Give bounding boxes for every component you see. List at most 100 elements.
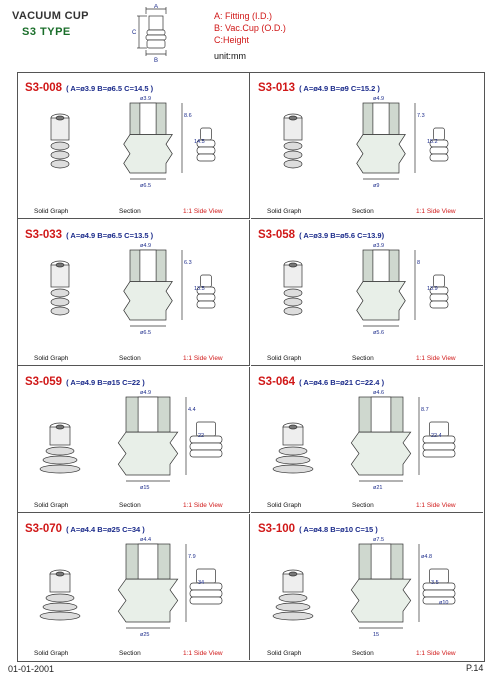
caption-side-view: 1:1 Side View bbox=[183, 208, 223, 215]
side-view-drawing bbox=[429, 127, 449, 162]
dimension-label: 13.5 bbox=[194, 286, 205, 292]
caption-solid-graph: Solid Graph bbox=[267, 502, 302, 509]
dimension-label: 8.7 bbox=[421, 407, 429, 413]
unit-label: unit:mm bbox=[214, 51, 247, 61]
dimension-label: 6.3 bbox=[184, 260, 192, 266]
caption-section: Section bbox=[119, 208, 141, 215]
dimension-label: ø4.9 bbox=[373, 96, 384, 102]
dimension-label: 7.9 bbox=[188, 554, 196, 560]
diagram-label-c: C bbox=[132, 30, 137, 36]
solid-graph-icon bbox=[50, 113, 70, 169]
caption-side-view: 1:1 Side View bbox=[183, 355, 223, 362]
product-code: S3-058 bbox=[258, 229, 296, 241]
dimension-label: ø3.9 bbox=[373, 243, 384, 249]
dimension-label: ø21 bbox=[373, 485, 382, 491]
dimension-label: ø25 bbox=[140, 632, 149, 638]
dimension-label: 22 bbox=[198, 433, 204, 439]
caption-side-view: 1:1 Side View bbox=[416, 208, 456, 215]
product-drawing: ø4.6 8.7 22.4 ø21 bbox=[272, 390, 456, 491]
section-drawing bbox=[350, 396, 420, 482]
product-title: S3-058( A=ø3.9 B=ø5.6 C=13.9) bbox=[258, 225, 384, 243]
dimension-label: ø7.5 bbox=[373, 537, 384, 543]
product-params: ( A=ø4.8 B=ø10 C=15 ) bbox=[299, 525, 378, 534]
legend-row-c: C:Height bbox=[214, 35, 250, 45]
product-params: ( A=ø4.9 B=ø15 C=22 ) bbox=[66, 378, 145, 387]
caption-side-view: 1:1 Side View bbox=[416, 650, 456, 657]
section-drawing bbox=[117, 543, 187, 629]
product-params: ( A=ø3.9 B=ø6.5 C=14.5 ) bbox=[66, 84, 154, 93]
product-drawing: ø4.9 7.3 15.2 ø9 bbox=[283, 96, 449, 189]
dimension-label: 14.5 bbox=[194, 139, 205, 145]
section-drawing bbox=[117, 396, 187, 482]
product-title: S3-008( A=ø3.9 B=ø6.5 C=14.5 ) bbox=[25, 78, 153, 96]
caption-section: Section bbox=[352, 650, 374, 657]
caption-solid-graph: Solid Graph bbox=[267, 355, 302, 362]
dimension-label: ø4.6 bbox=[373, 390, 384, 396]
product-title: S3-033( A=ø4.9 B=ø6.5 C=13.5 ) bbox=[25, 225, 153, 243]
section-drawing bbox=[356, 249, 416, 327]
caption-side-view: 1:1 Side View bbox=[183, 650, 223, 657]
dimension-reference-diagram: A C B bbox=[132, 4, 167, 64]
dimension-label: 34 bbox=[198, 580, 204, 586]
caption-side-view: 1:1 Side View bbox=[183, 502, 223, 509]
side-view-drawing bbox=[189, 568, 223, 605]
caption-side-view: 1:1 Side View bbox=[416, 355, 456, 362]
dimension-label: ø4.9 bbox=[140, 390, 151, 396]
dimension-label: ø4.8 bbox=[421, 554, 432, 560]
product-params: ( A=ø4.6 B=ø21 C=22.4 ) bbox=[299, 378, 385, 387]
dimension-label: ø6.5 bbox=[140, 330, 151, 336]
dimension-label: 15.2 bbox=[427, 139, 438, 145]
dimension-label: 7.3 bbox=[417, 113, 425, 119]
dimension-label: ø4.9 bbox=[140, 243, 151, 249]
solid-graph-icon bbox=[283, 113, 303, 169]
dimension-label: ø15 bbox=[140, 485, 149, 491]
solid-graph-icon bbox=[272, 422, 314, 474]
dimension-label: ø5.6 bbox=[373, 330, 384, 336]
legend-row-a: A: Fitting (I.D.) bbox=[214, 11, 273, 21]
product-title: S3-059( A=ø4.9 B=ø15 C=22 ) bbox=[25, 372, 145, 390]
product-code: S3-059 bbox=[25, 376, 63, 388]
dimension-label: 3.5 bbox=[431, 580, 439, 586]
diagram-label-b: B bbox=[154, 58, 158, 64]
catalog-subtitle: S3 TYPE bbox=[22, 26, 71, 38]
solid-graph-icon bbox=[50, 260, 70, 316]
caption-solid-graph: Solid Graph bbox=[267, 208, 302, 215]
dimension-label: 22.4 bbox=[431, 433, 442, 439]
dimension-legend: A: Fitting (I.D.) B: Vac.Cup (O.D.) C:He… bbox=[214, 10, 286, 62]
page-number: P.14 bbox=[466, 663, 484, 673]
section-drawing bbox=[350, 543, 420, 629]
caption-section: Section bbox=[352, 502, 374, 509]
product-code: S3-100 bbox=[258, 523, 296, 535]
side-view-drawing bbox=[422, 568, 456, 605]
product-title: S3-070( A=ø4.4 B=ø25 C=34 ) bbox=[25, 519, 145, 537]
catalog-title: VACUUM CUP bbox=[12, 10, 89, 22]
legend-row-b: B: Vac.Cup (O.D.) bbox=[214, 23, 286, 33]
side-view-drawing bbox=[189, 421, 223, 458]
product-params: ( A=ø3.9 B=ø5.6 C=13.9) bbox=[299, 231, 385, 240]
solid-graph-icon bbox=[39, 569, 81, 621]
product-params: ( A=ø4.9 B=ø9 C=15.2 ) bbox=[299, 84, 380, 93]
product-drawing: ø3.98.614.5ø6.5 bbox=[50, 96, 216, 189]
caption-section: Section bbox=[119, 502, 141, 509]
dimension-label: ø9 bbox=[373, 183, 379, 189]
dimension-label: 13.9 bbox=[427, 286, 438, 292]
product-drawing: ø4.9 6.3 13.5 ø6.5 bbox=[50, 243, 216, 336]
caption-solid-graph: Solid Graph bbox=[34, 208, 69, 215]
product-title: S3-100( A=ø4.8 B=ø10 C=15 ) bbox=[258, 519, 378, 537]
dimension-label: ø6.5 bbox=[140, 183, 151, 189]
dimension-label: ø3.9 bbox=[140, 96, 151, 102]
caption-section: Section bbox=[119, 355, 141, 362]
product-code: S3-070 bbox=[25, 523, 63, 535]
side-view-drawing bbox=[422, 421, 456, 458]
footer-date: 01-01-2001 bbox=[8, 664, 55, 674]
caption-section: Section bbox=[119, 650, 141, 657]
